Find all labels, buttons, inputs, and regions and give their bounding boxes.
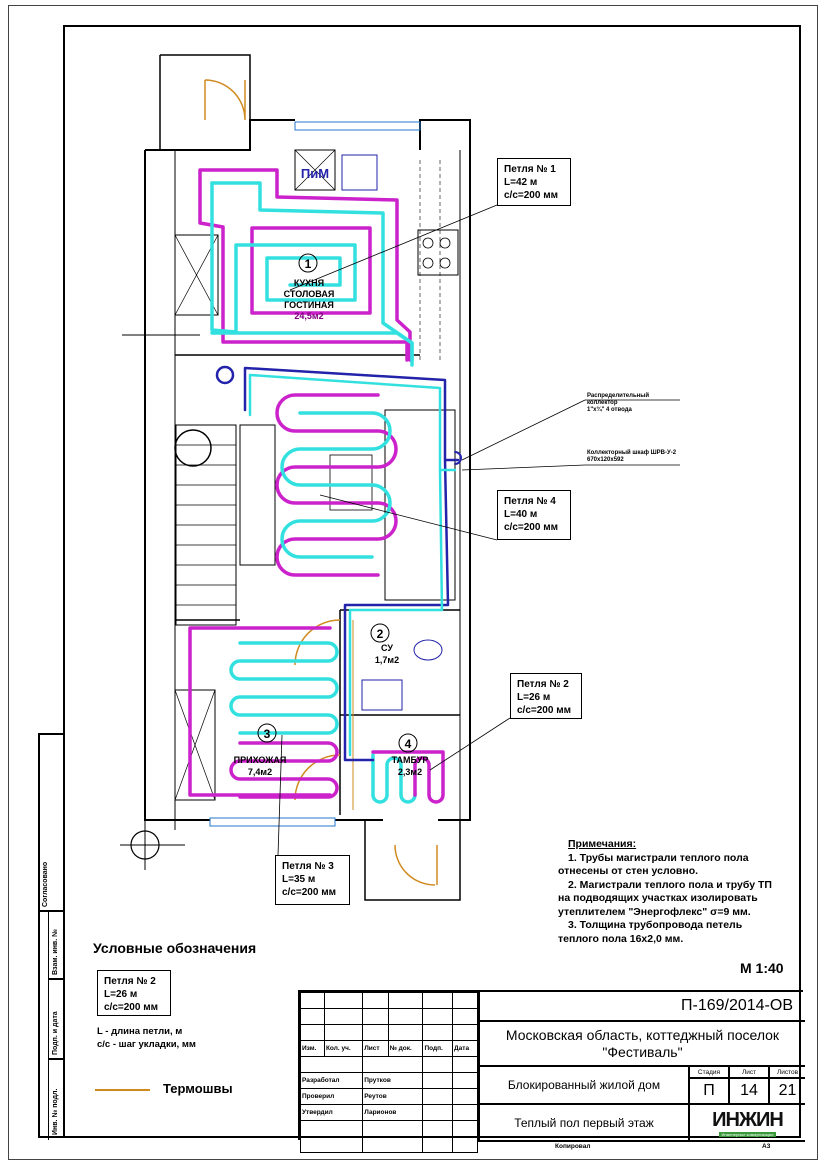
door-top [204, 79, 246, 121]
room-area: 24,5м2 [294, 311, 323, 321]
stage: П [688, 1079, 728, 1105]
window-bottom [209, 817, 336, 827]
stove [417, 229, 459, 276]
room-name: ГОСТИНАЯ [284, 300, 334, 310]
collector [454, 451, 462, 465]
room-name: ПРИХОЖАЯ [234, 755, 287, 765]
leader-lines [95, 204, 680, 1091]
sheet-title: Теплый пол первый этаж [478, 1105, 688, 1142]
door-vestibule [294, 754, 341, 801]
room-number: 4 [405, 737, 412, 751]
door-hall [294, 619, 341, 666]
loop-3-frame [188, 626, 332, 797]
loop-3-return [229, 641, 339, 735]
porch-top [159, 54, 251, 150]
company-logo: ИНЖИН Инженерные коммуникации [688, 1105, 805, 1142]
sheets-total: 21 [768, 1079, 805, 1105]
copied-label: Копировал [555, 1143, 591, 1150]
room-area: 7,4м2 [248, 767, 272, 777]
loop-1-return-inner [234, 243, 357, 334]
column [174, 429, 212, 467]
notes: Примечания: 1. Трубы магистрали теплого … [558, 838, 772, 945]
room-number: 3 [264, 727, 271, 741]
side-stamp: Согласовано Взам. инв. № Подп. и дата Ин… [38, 733, 65, 1140]
washbasin [361, 679, 403, 711]
door-entrance [394, 844, 438, 886]
room-name: ТАМБУР [392, 755, 429, 765]
scale: М 1:40 [740, 960, 784, 976]
room-name: СУ [381, 643, 393, 653]
loop-1-return-left [210, 181, 238, 334]
loop-2-return [371, 753, 417, 804]
loop-1-supply-inner [250, 226, 372, 315]
riser [215, 365, 235, 385]
x [210, 331, 414, 362]
window-bottom-left [174, 689, 216, 801]
location: Московская область, коттеджный поселок"Ф… [478, 1022, 805, 1067]
object-name: Блокированный жилой дом [478, 1067, 688, 1105]
main-pipes-return [248, 373, 457, 757]
thermoseam-label: Термошвы [163, 1081, 233, 1096]
appliance [294, 149, 336, 191]
sheet-number: 14 [728, 1079, 768, 1105]
room-area: 2,3м2 [398, 767, 422, 777]
loop-1-supply [198, 168, 412, 362]
pim-label: ПиМ [301, 166, 329, 181]
room-area: 1,7м2 [375, 655, 399, 665]
main-pipes [243, 366, 460, 762]
sink [341, 154, 378, 191]
room-number: 2 [377, 627, 384, 641]
room-name: СТОЛОВАЯ [284, 289, 335, 299]
toilet [413, 639, 443, 661]
sheet-border [8, 5, 818, 1160]
legend-title: Условные обозначения [93, 940, 257, 956]
loop-4-return [280, 411, 392, 559]
loop-3-supply [229, 741, 339, 799]
loop-2-supply [371, 750, 445, 804]
format-label: А3 [762, 1143, 771, 1150]
room-number: 1 [305, 257, 312, 271]
doc-code: П-169/2014-ОВ [478, 992, 805, 1022]
loop-1-return [210, 181, 414, 367]
loop-4-supply [275, 393, 398, 577]
window-left [174, 234, 219, 316]
doors [204, 79, 438, 886]
window-top [294, 121, 421, 131]
porch-bottom [364, 820, 461, 901]
room-name: КУХНЯ [294, 278, 324, 288]
